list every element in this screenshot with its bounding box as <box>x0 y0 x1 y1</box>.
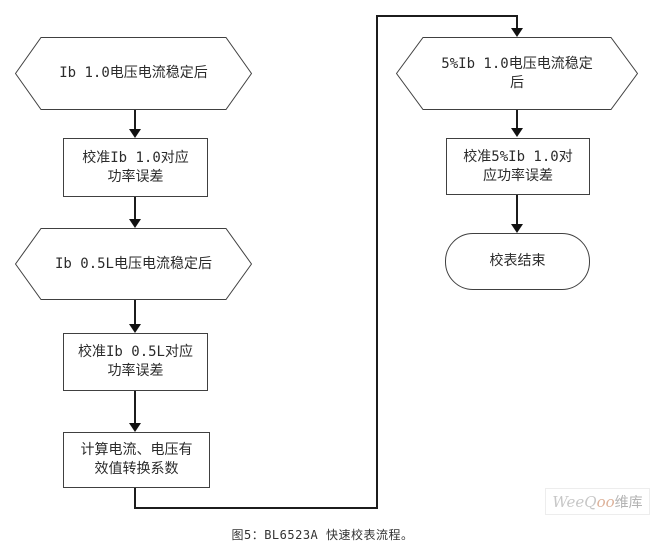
arrow-down-icon <box>511 28 523 37</box>
node-hexagon-ib10-stable: Ib 1.0电压电流稳定后 <box>15 37 252 110</box>
hexagon-shape <box>396 37 638 110</box>
arrow-line <box>134 110 136 129</box>
node-label: Ib 0.5L电压电流稳定后 <box>54 255 212 272</box>
label-line-2: 应功率误差 <box>483 167 553 184</box>
node-rect-cal-ib10: 校准Ib 1.0对应 功率误差 <box>63 138 208 197</box>
node-label: 计算电流、电压有 效值转换系数 <box>64 433 209 487</box>
arrow-down-icon <box>511 224 523 233</box>
hexagon-shape <box>15 37 252 110</box>
arrow-line <box>516 195 518 224</box>
node-rect-cal-ib05l: 校准Ib 0.5L对应 功率误差 <box>63 333 208 391</box>
watermark-text-cjk: 维库 <box>614 494 643 511</box>
node-rect-compute-rms: 计算电流、电压有 效值转换系数 <box>63 432 210 488</box>
node-label: 校准Ib 1.0对应 功率误差 <box>64 139 207 196</box>
label-line-1: 计算电流、电压有 <box>80 442 193 458</box>
label-line-2: 效值转换系数 <box>94 461 179 477</box>
watermark-text-accent: oo <box>596 492 615 511</box>
label-line-1: 校准Ib 0.5L对应 <box>77 344 193 360</box>
arrow-down-icon <box>129 324 141 333</box>
label-line-1: 校准5%Ib 1.0对 <box>463 148 573 165</box>
connector-segment-top <box>376 15 517 17</box>
connector-segment-right <box>134 507 378 509</box>
arrow-line <box>516 110 518 128</box>
node-label: 5%Ib 1.0电压电流稳定 后 <box>396 37 638 110</box>
node-hexagon-ib05l-stable: Ib 0.5L电压电流稳定后 <box>15 228 252 300</box>
node-label: 校准5%Ib 1.0对 应功率误差 <box>447 139 589 194</box>
arrow-line <box>516 15 518 28</box>
label-line-1: 5%Ib 1.0电压电流稳定 <box>441 55 593 72</box>
label-line-2: 功率误差 <box>107 168 164 185</box>
arrow-down-icon <box>511 128 523 137</box>
connector-segment-down <box>134 488 136 509</box>
hexagon-shape <box>15 228 252 300</box>
node-terminator-end: 校表结束 <box>445 233 590 290</box>
watermark-text-gray: WeeQ <box>552 492 597 511</box>
arrow-line <box>134 300 136 324</box>
arrow-down-icon <box>129 129 141 138</box>
arrow-line <box>134 391 136 423</box>
label-line-1: 校准Ib 1.0对应 <box>82 149 189 166</box>
arrow-down-icon <box>129 219 141 228</box>
arrow-down-icon <box>129 423 141 432</box>
connector-segment-up <box>376 15 378 509</box>
node-hexagon-5pct-ib10-stable: 5%Ib 1.0电压电流稳定 后 <box>396 37 638 110</box>
node-label: 校准Ib 0.5L对应 功率误差 <box>64 334 207 390</box>
node-label: Ib 1.0电压电流稳定后 <box>59 65 208 81</box>
node-label: 校表结束 <box>489 253 546 269</box>
arrow-line <box>134 197 136 219</box>
node-rect-cal-5pct-ib10: 校准5%Ib 1.0对 应功率误差 <box>446 138 590 195</box>
label-line-2: 功率误差 <box>107 363 164 379</box>
label-line-2: 后 <box>510 74 524 91</box>
figure-caption: 图5：BL6523A 快速校表流程。 <box>231 528 414 542</box>
